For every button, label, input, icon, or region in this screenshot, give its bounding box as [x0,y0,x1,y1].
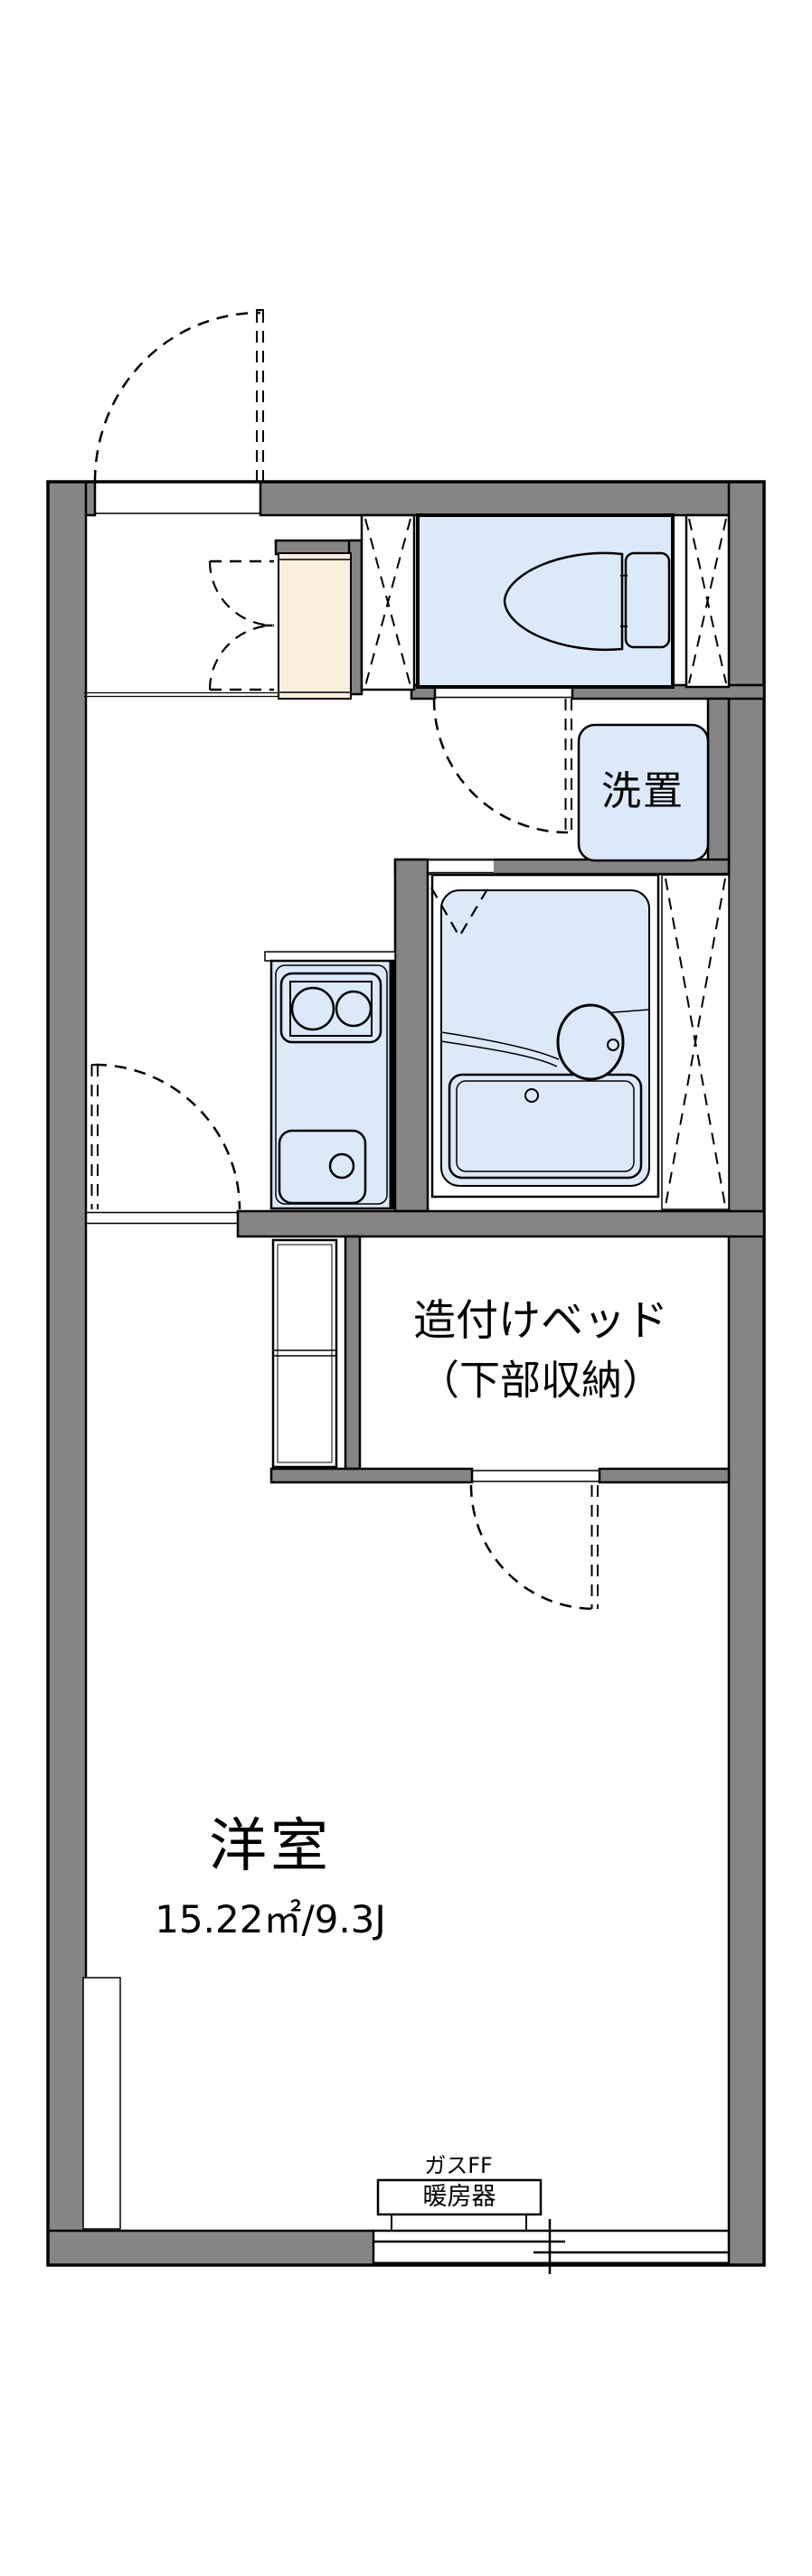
western-room-area-label: 15.22㎡/9.3J [155,1896,386,1941]
toilet-icon [503,551,671,652]
thresholds [84,685,600,1482]
heater-unit [376,2178,543,2231]
pipe-space-toilet [685,513,731,689]
closet-beside-bath [661,874,730,1210]
shoe-cabinet [278,552,352,700]
bath-basin-icon [556,1003,625,1081]
bed-room-door-swing [469,1484,599,1611]
entrance-closet-doors [208,559,275,691]
entrance-door-swing [93,309,264,483]
pipe-space-entrance [360,513,416,691]
pillar [82,1977,121,2230]
bathtub-icon [448,1073,643,1180]
kitchen-unit [264,951,396,1210]
hall-door-swing [90,1063,241,1210]
bathroom [430,873,660,1199]
kitchen-sink-icon [278,1129,367,1205]
gas-ff-label: ガスFF [424,2152,493,2178]
stove-icon [279,972,382,1044]
washing-machine-space [577,723,710,862]
built-in-bed-label: 造付けベッド [413,1296,668,1347]
washroom-door-swing [432,698,572,834]
toilet-room [416,513,675,689]
washer-space-label: 洗置 [601,767,685,814]
western-room-label: 洋室 [209,1812,332,1880]
outer-walls [46,480,766,2267]
bed-cabinet [271,1238,338,1469]
sliding-window [373,2219,729,2274]
under-bed-storage-label: （下部収納） [418,1356,664,1405]
heater-box-label: 暖房器 [422,2183,496,2212]
